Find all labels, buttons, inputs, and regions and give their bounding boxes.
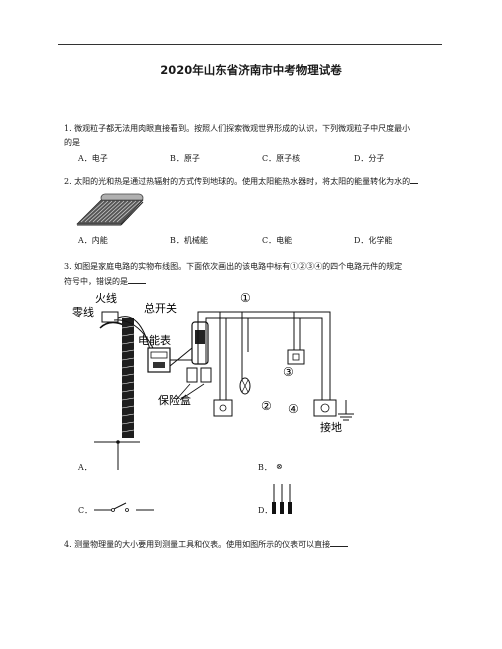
q2-option-d[interactable]: D．化学能 (354, 236, 393, 245)
question-4: 4. 测量物理量的大小要用到测量工具和仪表。使用如图所示的仪表可以直接 (64, 537, 454, 552)
mark-3: ③ (283, 365, 294, 379)
q3-option-c-symbol (94, 502, 154, 512)
q3-option-c[interactable]: C． (78, 506, 93, 515)
q2-option-c[interactable]: C．电能 (262, 236, 293, 245)
question-3: 3. 如图是家庭电路的实物布线图。下面依次画出的该电路中标有①②③④的四个电路元… (64, 260, 454, 289)
q3-option-d[interactable]: D． (258, 506, 273, 515)
lamp-symbol-icon: ⊗ (276, 462, 283, 471)
main-switch (169, 321, 209, 367)
q2-option-b[interactable]: B．机械能 (170, 236, 208, 245)
question-1-options: A．电子 B．原子 C．原子核 D．分子 (78, 153, 458, 164)
q2-option-a[interactable]: A．内能 (78, 236, 108, 245)
q3-option-a[interactable]: A． (78, 463, 92, 472)
meter-label: 电能表 (138, 333, 171, 347)
fire-wire-label: 火线 (95, 291, 117, 305)
q3-option-d-symbol (272, 484, 292, 514)
q1-option-c[interactable]: C．原子核 (262, 154, 301, 163)
question-4-line-1: 4. 测量物理量的大小要用到测量工具和仪表。使用如图所示的仪表可以直接 (64, 540, 331, 549)
component-lamp (239, 377, 251, 395)
household-circuit-diagram: 火线 零线 总开关 电能表 保险盒 接地 ① ② ③ ④ (72, 291, 354, 438)
question-3-line-1: 3. 如图是家庭电路的实物布线图。下面依次画出的该电路中标有①②③④的四个电路元… (64, 262, 403, 271)
answer-blank[interactable] (410, 174, 419, 184)
answer-blank[interactable] (128, 274, 146, 284)
fuse-box (175, 367, 212, 401)
q1-option-b[interactable]: B．原子 (170, 154, 200, 163)
fuse-box-label: 保险盒 (158, 393, 191, 407)
q3-option-b[interactable]: B． (258, 463, 272, 472)
mark-2: ② (261, 399, 272, 413)
q3-option-a-symbol (94, 440, 140, 470)
mark-4: ④ (288, 402, 299, 416)
utility-pole (121, 318, 135, 438)
component-three-hole-socket (313, 399, 337, 417)
question-1-line-1: 1. 微观粒子都无法用肉眼直接看到。按照人们探索微观世界形成的认识，下列微观粒子… (64, 124, 411, 133)
question-1-line-2: 的是 (64, 138, 80, 147)
solar-water-heater-image (76, 193, 144, 226)
question-1: 1. 微观粒子都无法用肉眼直接看到。按照人们探索微观世界形成的认识，下列微观粒子… (64, 122, 454, 150)
component-switch (287, 349, 305, 365)
question-2-line-1: 2. 太阳的光和热是通过热辐射的方式传到地球的。使用太阳能热水器时，将太阳的能量… (64, 177, 411, 186)
main-switch-label: 总开关 (144, 301, 177, 315)
mark-1: ① (240, 291, 251, 305)
component-socket-1 (213, 399, 233, 417)
question-2: 2. 太阳的光和热是通过热辐射的方式传到地球的。使用太阳能热水器时，将太阳的能量… (64, 174, 454, 189)
question-3-line-2: 符号中，错误的是 (64, 277, 128, 286)
ground-label: 接地 (320, 421, 342, 434)
neutral-wire-label: 零线 (72, 305, 94, 319)
page-title: 2020年山东省济南市中考物理试卷 (160, 63, 342, 77)
q1-option-d[interactable]: D．分子 (354, 154, 385, 163)
house-wiring (197, 311, 354, 421)
top-rule (58, 44, 442, 45)
question-2-options: A．内能 B．机械能 C．电能 D．化学能 (78, 235, 458, 246)
q1-option-a[interactable]: A．电子 (78, 154, 108, 163)
energy-meter (147, 347, 171, 373)
answer-blank[interactable] (330, 537, 349, 547)
